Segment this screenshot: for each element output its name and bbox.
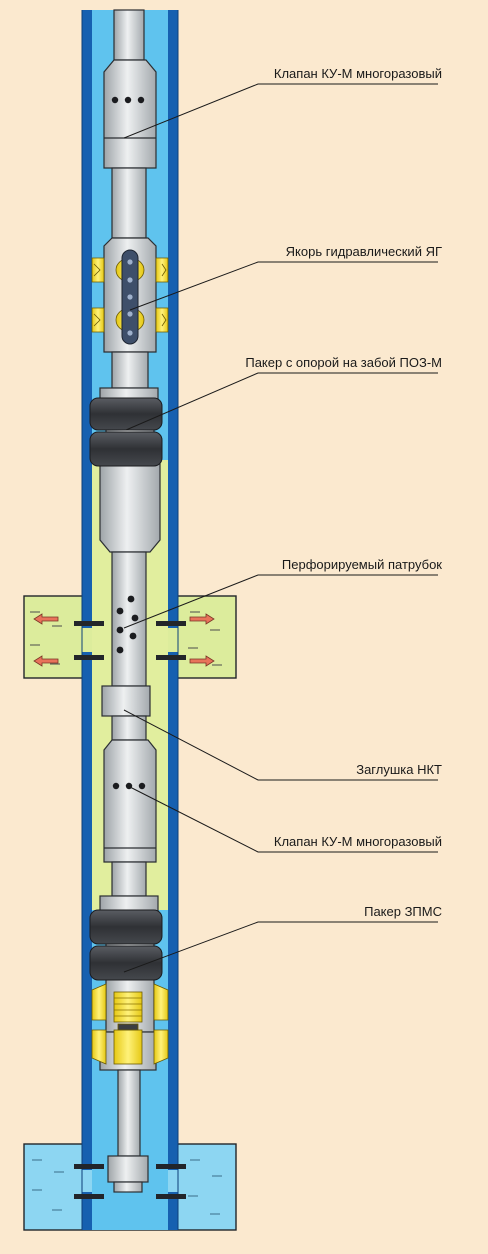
label-packer-zpms: Пакер ЗПМС [364,904,442,919]
packer-poz-rubbers [89,397,163,467]
label-valve-top: Клапан КУ-М многоразовый [273,66,442,81]
label-valve-bottom: Клапан КУ-М многоразовый [273,834,442,849]
flow-arrows [33,613,215,667]
packer-zpms-rubbers [89,909,163,981]
leader-lines [123,83,438,973]
zpms-slips [91,983,169,1065]
label-perforated-pipe: Перфорируемый патрубок [281,557,442,572]
valve-top-ports [111,96,145,104]
label-tubing-plug: Заглушка НКТ [356,762,442,777]
label-packer-poz: Пакер с опорой на забой ПОЗ-М [245,355,442,370]
perforation-holes [116,595,139,654]
anchor-bar [121,249,139,345]
label-anchor: Якорь гидравлический ЯГ [285,244,442,259]
perforation-collars [74,621,186,1199]
